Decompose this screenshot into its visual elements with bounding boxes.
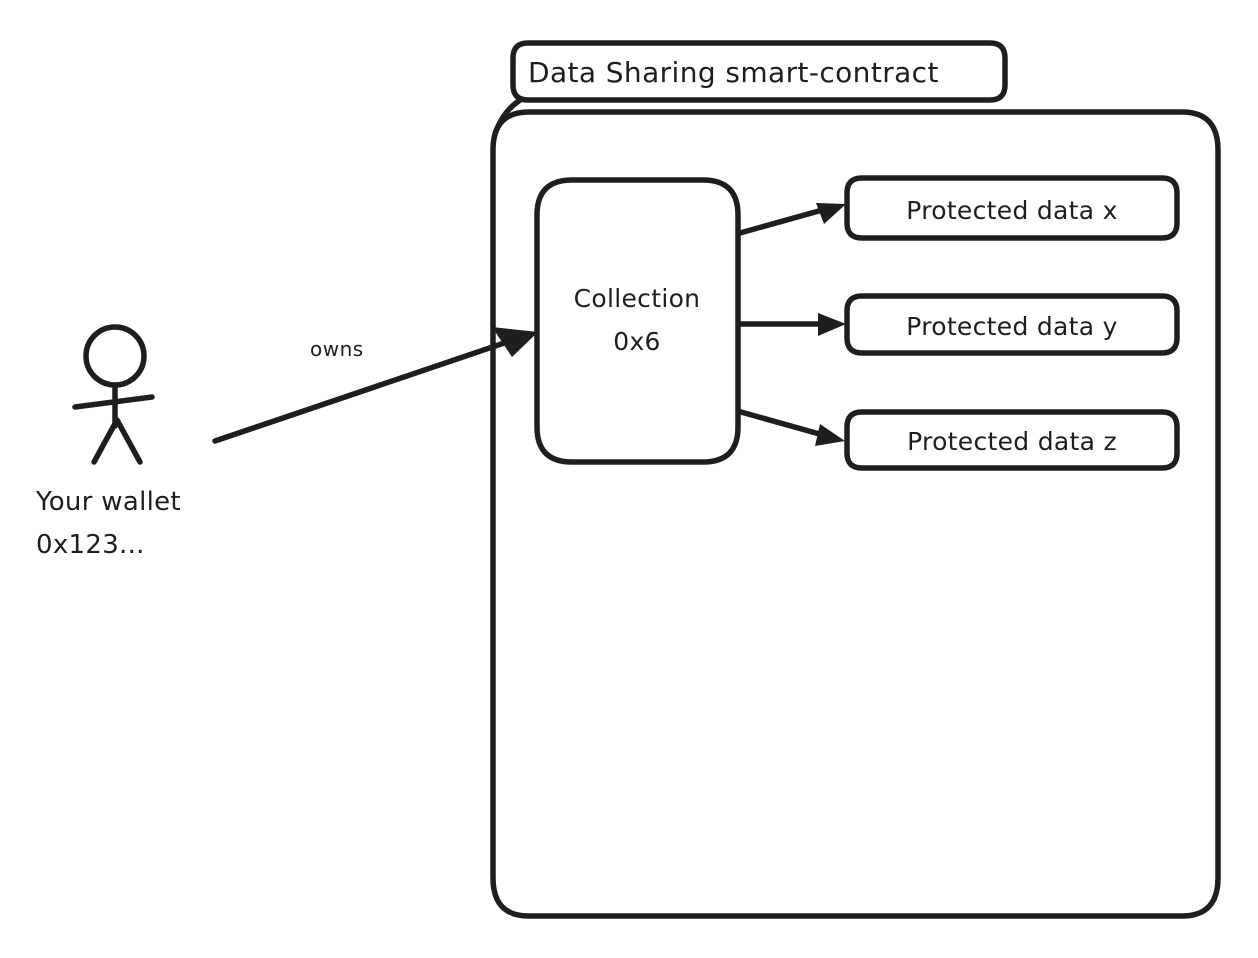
protected-data-z-label: Protected data z [907,427,1117,456]
protected-data-y-node[interactable]: Protected data y [844,293,1180,356]
person-arms [72,394,155,410]
person-head [83,324,147,388]
collection-node-outline [534,177,741,465]
wallet-label-line2: 0x123... [36,530,145,560]
arrowhead-icon [492,327,538,357]
container-label-box: Data Sharing smart-contract [492,40,1008,137]
arrowhead-icon [816,203,846,224]
edge-collection-to-protected-data-x [737,203,846,236]
edge-line [212,334,525,444]
wallet-label: Your wallet 0x123... [35,487,181,560]
protected-data-x-outline [844,175,1180,241]
edge-line [737,206,829,236]
label-box-outline [510,40,1008,103]
collection-label-line2: 0x6 [613,327,661,356]
edge-collection-to-protected-data-y [737,313,846,336]
protected-data-y-outline [844,293,1180,356]
edge-wallet-owns-collection: owns [212,327,538,444]
collection-node[interactable]: Collection 0x6 [534,177,741,465]
person-legs [91,417,143,465]
collection-label-line1: Collection [574,284,701,313]
edge-collection-to-protected-data-z [738,409,845,446]
wallet-label-line1: Your wallet [35,487,181,517]
edge-line [738,409,826,438]
arrowhead-icon [818,313,846,336]
label-box-tail [492,96,525,137]
protected-data-z-node[interactable]: Protected data z [844,409,1180,471]
protected-data-x-label: Protected data x [906,196,1117,225]
container-title: Data Sharing smart-contract [528,56,939,89]
stick-figure-person-icon [72,324,155,465]
protected-data-x-node[interactable]: Protected data x [844,175,1180,241]
arrowhead-icon [815,424,845,446]
protected-data-z-outline [844,409,1180,471]
edge-label-owns: owns [310,337,364,361]
protected-data-y-label: Protected data y [906,312,1117,341]
